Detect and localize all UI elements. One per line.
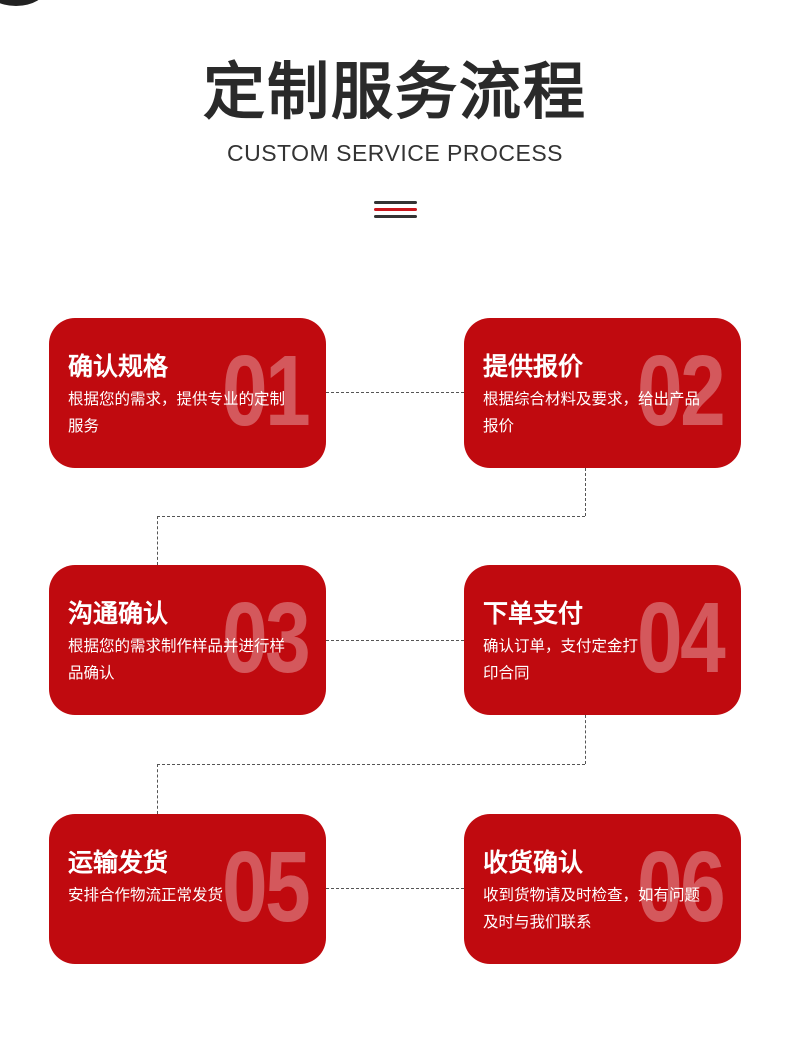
divider-line-red — [374, 208, 417, 211]
page-title: 定制服务流程 — [202, 55, 587, 128]
step-number: 02 — [636, 335, 726, 447]
step-description: 根据您的需求制作样品并进行样品确认 — [68, 637, 286, 682]
step-card-01: 01 确认规格 根据您的需求，提供专业的定制服务 — [49, 318, 326, 468]
step-number: 04 — [636, 582, 726, 694]
step-number: 03 — [221, 582, 311, 694]
step-card-06: 06 收货确认 收到货物请及时检查，如有问题及时与我们联系 — [464, 814, 741, 964]
step-title: 提供报价 — [483, 352, 584, 381]
corner-decoration — [0, 0, 46, 6]
step-number: 05 — [221, 831, 311, 943]
step-title: 沟通确认 — [68, 599, 169, 628]
connector-03-04 — [326, 640, 464, 641]
step-title: 下单支付 — [483, 599, 584, 628]
step-description: 根据您的需求，提供专业的定制服务 — [68, 390, 286, 435]
step-title: 运输发货 — [68, 848, 169, 877]
connector-05-up — [157, 764, 158, 814]
connector-02-down — [585, 468, 586, 516]
step-card-02: 02 提供报价 根据综合材料及要求，给出产品报价 — [464, 318, 741, 468]
step-number: 06 — [636, 831, 726, 943]
step-card-05: 05 运输发货 安排合作物流正常发货 — [49, 814, 326, 964]
step-card-04: 04 下单支付 确认订单，支付定金打印合同 — [464, 565, 741, 715]
step-description: 确认订单，支付定金打印合同 — [483, 637, 639, 682]
connector-02-03 — [157, 516, 585, 517]
connector-04-05 — [157, 764, 585, 765]
divider-lines-icon — [374, 199, 417, 221]
page-subtitle: CUSTOM SERVICE PROCESS — [226, 140, 564, 166]
connector-03-up — [157, 516, 158, 565]
divider-line-dark — [374, 201, 417, 204]
step-description: 根据综合材料及要求，给出产品报价 — [483, 390, 701, 435]
connector-04-down — [585, 715, 586, 764]
step-description: 安排合作物流正常发货 — [68, 886, 224, 904]
connector-01-02 — [326, 392, 464, 393]
connector-05-06 — [326, 888, 464, 889]
step-card-03: 03 沟通确认 根据您的需求制作样品并进行样品确认 — [49, 565, 326, 715]
step-number: 01 — [221, 335, 311, 447]
divider-line-dark — [374, 215, 417, 218]
step-description: 收到货物请及时检查，如有问题及时与我们联系 — [483, 886, 701, 931]
step-title: 收货确认 — [483, 848, 584, 877]
step-title: 确认规格 — [68, 352, 169, 381]
